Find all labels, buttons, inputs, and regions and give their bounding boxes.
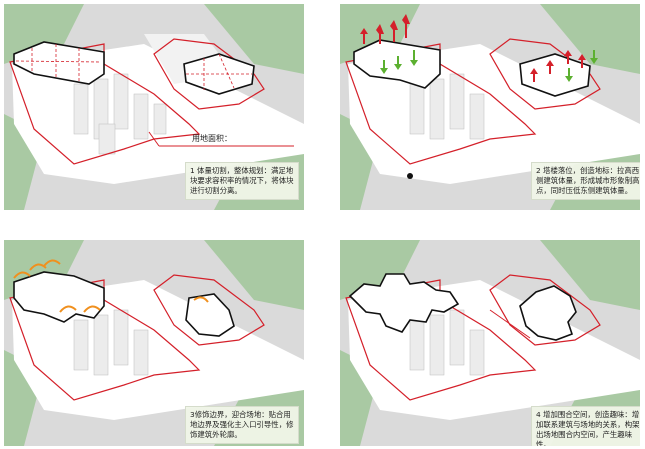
massing-west-cuts xyxy=(15,44,101,82)
entrance-marker xyxy=(407,173,413,179)
context-buildings xyxy=(73,309,149,376)
site-boundary-east xyxy=(153,274,265,346)
massing-west xyxy=(13,41,105,85)
caption-note: 2 塔楼落位，创造地标：拉高西侧建筑体量，形成城市形象制高点，同时压低东侧建筑体… xyxy=(531,162,640,200)
site-boundary-east xyxy=(489,38,601,110)
panel-enclosed-space: 4 增加围合空间，创造趣味：增加联系建筑与场地的关系，构架出场地围合内空间，产生… xyxy=(340,240,640,446)
green-area xyxy=(4,4,84,64)
context-buildings xyxy=(409,73,485,140)
panel-3-drawing xyxy=(4,240,304,446)
site-boundary-east xyxy=(489,274,601,346)
green-area xyxy=(540,4,640,74)
site-area-label: 用地面积： xyxy=(192,134,232,143)
green-area xyxy=(540,240,640,310)
massing-west xyxy=(13,271,105,323)
panel-tower-placement: 2 塔楼落位，创造地标：拉高西侧建筑体量，形成城市形象制高点，同时压低东侧建筑体… xyxy=(340,4,640,210)
green-area xyxy=(340,240,420,300)
panel-volume-cutting: 用地面积： 1 体量切割，整体规划：满足地块要求容积率的情况下，将体块进行切割分… xyxy=(4,4,304,210)
orange-guide-arrows xyxy=(13,259,209,313)
caption-note: 1 体量切割，整体规划：满足地块要求容积率的情况下，将体块进行切割分离。 xyxy=(185,162,299,200)
panel-boundary-refinement: 3修饰边界，迎合场地：贴合用地边界及强化主入口引导性，修饰建筑外轮廓。 xyxy=(4,240,304,446)
massing-west-courtyard xyxy=(348,273,460,333)
green-area xyxy=(204,4,304,74)
massing-east xyxy=(185,293,235,337)
context-buildings xyxy=(409,309,485,376)
caption-note: 3修饰边界，迎合场地：贴合用地边界及强化主入口引导性，修饰建筑外轮廓。 xyxy=(185,406,299,444)
green-area xyxy=(204,240,304,310)
context-buildings xyxy=(73,73,167,155)
red-axis-line xyxy=(489,309,531,339)
massing-east-cuts xyxy=(186,53,252,90)
area-leader-tick xyxy=(148,131,160,147)
arrows-up-west xyxy=(360,14,410,44)
massing-east-courtyard xyxy=(519,285,577,341)
caption-note: 4 增加围合空间，创造趣味：增加联系建筑与场地的关系，构架出场地围合内空间，产生… xyxy=(531,406,640,446)
site-boundary-east xyxy=(153,38,265,110)
arrows-mixed-east xyxy=(530,50,598,82)
arrows-down-west xyxy=(380,50,418,74)
massing-east xyxy=(519,53,591,97)
